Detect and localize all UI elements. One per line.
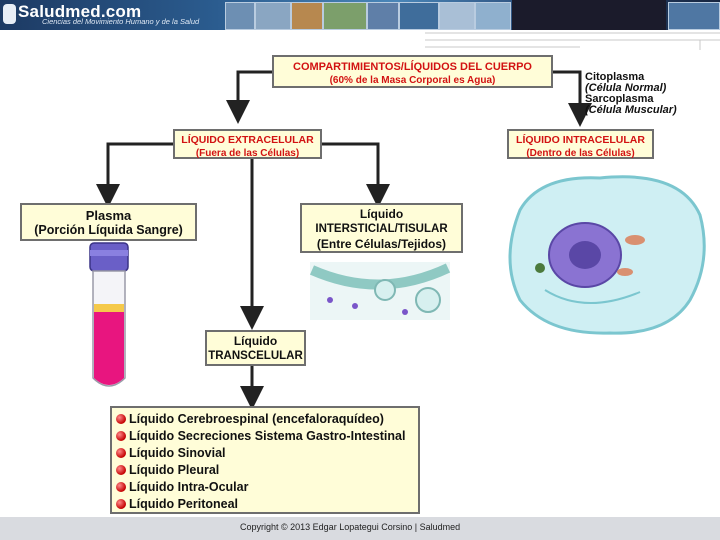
list-item-label: Líquido Pleural (129, 463, 220, 477)
list-item: Líquido Secreciones Sistema Gastro-Intes… (116, 429, 405, 443)
header-photo-1 (225, 2, 255, 30)
list-item-label: Líquido Sinovial (129, 446, 226, 460)
transcellular-list: Líquido Cerebroespinal (encefaloraquídeo… (110, 406, 420, 514)
site-logo[interactable]: Saludmed.com (18, 2, 142, 21)
plasma-title: Plasma (85, 208, 132, 223)
interstitial-tissue-illustration (309, 262, 451, 320)
cytoplasm-label: Citoplasma (585, 71, 645, 83)
header-photo-6 (399, 2, 439, 30)
transcellular-line2: TRANSCELULAR (208, 350, 303, 362)
arrow-to-interstitial (322, 142, 390, 208)
top-title: COMPARTIMIENTOS/LÍQUIDOS DEL CUERPO (293, 61, 532, 73)
bullet-icon (116, 414, 126, 424)
cytoplasm-labels: Citoplasma (Célula Normal) Sarcoplasma (… (585, 72, 677, 116)
arrow-top-to-intracellular (553, 70, 592, 127)
list-item: Líquido Sinovial (116, 446, 226, 460)
bullet-icon (116, 482, 126, 492)
interstitial-line1: Líquido (359, 207, 404, 221)
list-item: Líquido Cerebroespinal (encefaloraquídeo… (116, 412, 384, 426)
test-tube-illustration (89, 242, 129, 387)
footer-bar (0, 517, 720, 540)
cytoplasm-note: (Célula Normal) (585, 82, 667, 94)
list-item-label: Líquido Intra-Ocular (129, 480, 249, 494)
header-decor-lines (425, 32, 720, 50)
plasma-subtitle: (Porción Líquida Sangre) (34, 223, 183, 237)
list-item: Líquido Intra-Ocular (116, 480, 248, 494)
arrow-to-plasma (96, 142, 173, 208)
header-photo-5 (367, 2, 399, 30)
extracellular-title: LÍQUIDO EXTRACELULAR (181, 134, 314, 146)
list-item-label: Líquido Peritoneal (129, 497, 239, 511)
cell-illustration (508, 175, 706, 335)
header-photo-7 (439, 2, 475, 30)
header-photo-3 (291, 2, 323, 30)
header-photo-9 (668, 2, 720, 30)
intracellular-subtitle: (Dentro de las Células) (526, 148, 635, 159)
transcellular-line1: Líquido (233, 334, 278, 348)
interstitial-line2: INTERSTICIAL/TISULAR (315, 223, 448, 235)
bullet-icon (116, 465, 126, 475)
interstitial-fluid-box: Líquido INTERSTICIAL/TISULAR (Entre Célu… (300, 203, 463, 253)
top-subtitle: (60% de la Masa Corporal es Agua) (329, 75, 496, 86)
bullet-icon (116, 499, 126, 509)
ecg-banner-image (512, 0, 666, 30)
list-item-label: Líquido Cerebroespinal (encefaloraquídeo… (129, 412, 384, 426)
interstitial-line3: (Entre Células/Tejidos) (316, 237, 447, 251)
arrow-top-to-extracellular (226, 70, 272, 124)
logo-icon (3, 4, 16, 24)
diagram-arrows (96, 70, 592, 410)
header-photo-2 (255, 2, 291, 30)
intracellular-title: LÍQUIDO INTRACELULAR (516, 134, 645, 146)
plasma-box: Plasma (Porción Líquida Sangre) (20, 203, 197, 241)
header-photo-4 (323, 2, 367, 30)
copyright-text: Copyright © 2013 Edgar Lopategui Corsino… (240, 522, 461, 532)
list-item: Líquido Peritoneal (116, 497, 238, 511)
bullet-icon (116, 448, 126, 458)
site-tagline: Ciencias del Movimiento Humano y de la S… (42, 17, 200, 26)
bullet-icon (116, 431, 126, 441)
sarcoplasm-label: Sarcoplasma (585, 93, 654, 105)
extracellular-fluid-box: LÍQUIDO EXTRACELULAR (Fuera de las Célul… (173, 129, 322, 159)
header-photo-8 (475, 2, 511, 30)
sarcoplasm-note: (Célula Muscular) (585, 104, 677, 116)
body-fluid-compartments-box: COMPARTIMIENTOS/LÍQUIDOS DEL CUERPO (60%… (272, 55, 553, 88)
list-item: Líquido Pleural (116, 463, 219, 477)
intracellular-fluid-box: LÍQUIDO INTRACELULAR (Dentro de las Célu… (507, 129, 654, 159)
list-item-label: Líquido Secreciones Sistema Gastro-Intes… (129, 429, 406, 443)
transcellular-fluid-box: Líquido TRANSCELULAR (205, 330, 306, 366)
extracellular-subtitle: (Fuera de las Células) (195, 148, 300, 159)
